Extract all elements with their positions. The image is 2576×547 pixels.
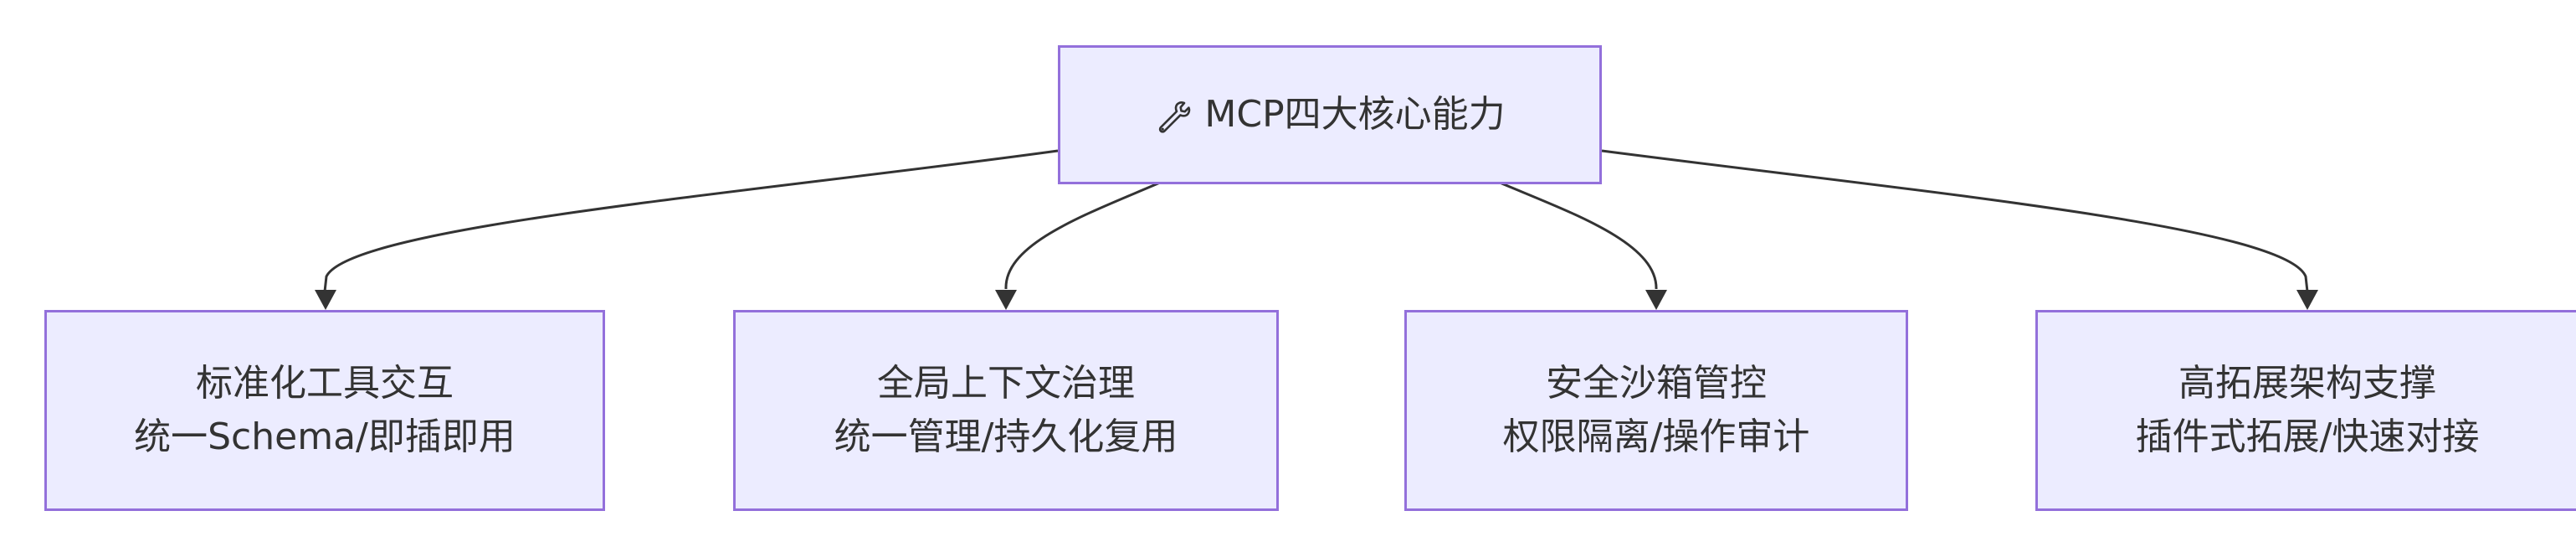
edge-root-to-node-1 (323, 149, 1059, 292)
arrowhead-node-1 (315, 290, 336, 310)
node-title: 标准化工具交互 (196, 362, 454, 405)
node-title: 高拓展架构支撑 (2178, 362, 2436, 405)
edge-root-to-node-3 (1499, 181, 1658, 290)
capability-node-context-governance: 全局上下文治理 统一管理/持久化复用 (733, 310, 1279, 511)
root-node: MCP四大核心能力 (1058, 45, 1602, 184)
node-title: 安全沙箱管控 (1546, 362, 1767, 405)
root-label: MCP四大核心能力 (1204, 93, 1506, 137)
node-subtitle: 插件式拓展/快速对接 (2135, 415, 2480, 458)
arrowhead-node-3 (1645, 290, 1667, 310)
capability-node-extensible-architecture: 高拓展架构支撑 插件式拓展/快速对接 (2035, 310, 2576, 511)
capability-node-security-sandbox: 安全沙箱管控 权限隔离/操作审计 (1404, 310, 1908, 511)
node-subtitle: 权限隔离/操作审计 (1502, 415, 1810, 458)
edge-root-to-node-4 (1601, 149, 2309, 292)
node-subtitle: 统一Schema/即插即用 (134, 415, 516, 458)
node-subtitle: 统一管理/持久化复用 (834, 415, 1178, 458)
node-title: 全局上下文治理 (877, 362, 1135, 405)
wrench-icon (1154, 96, 1191, 133)
capability-node-standardized-tools: 标准化工具交互 统一Schema/即插即用 (44, 310, 605, 511)
edge-root-to-node-2 (1004, 181, 1161, 290)
arrowhead-node-2 (995, 290, 1017, 310)
arrowhead-node-4 (2296, 290, 2318, 310)
